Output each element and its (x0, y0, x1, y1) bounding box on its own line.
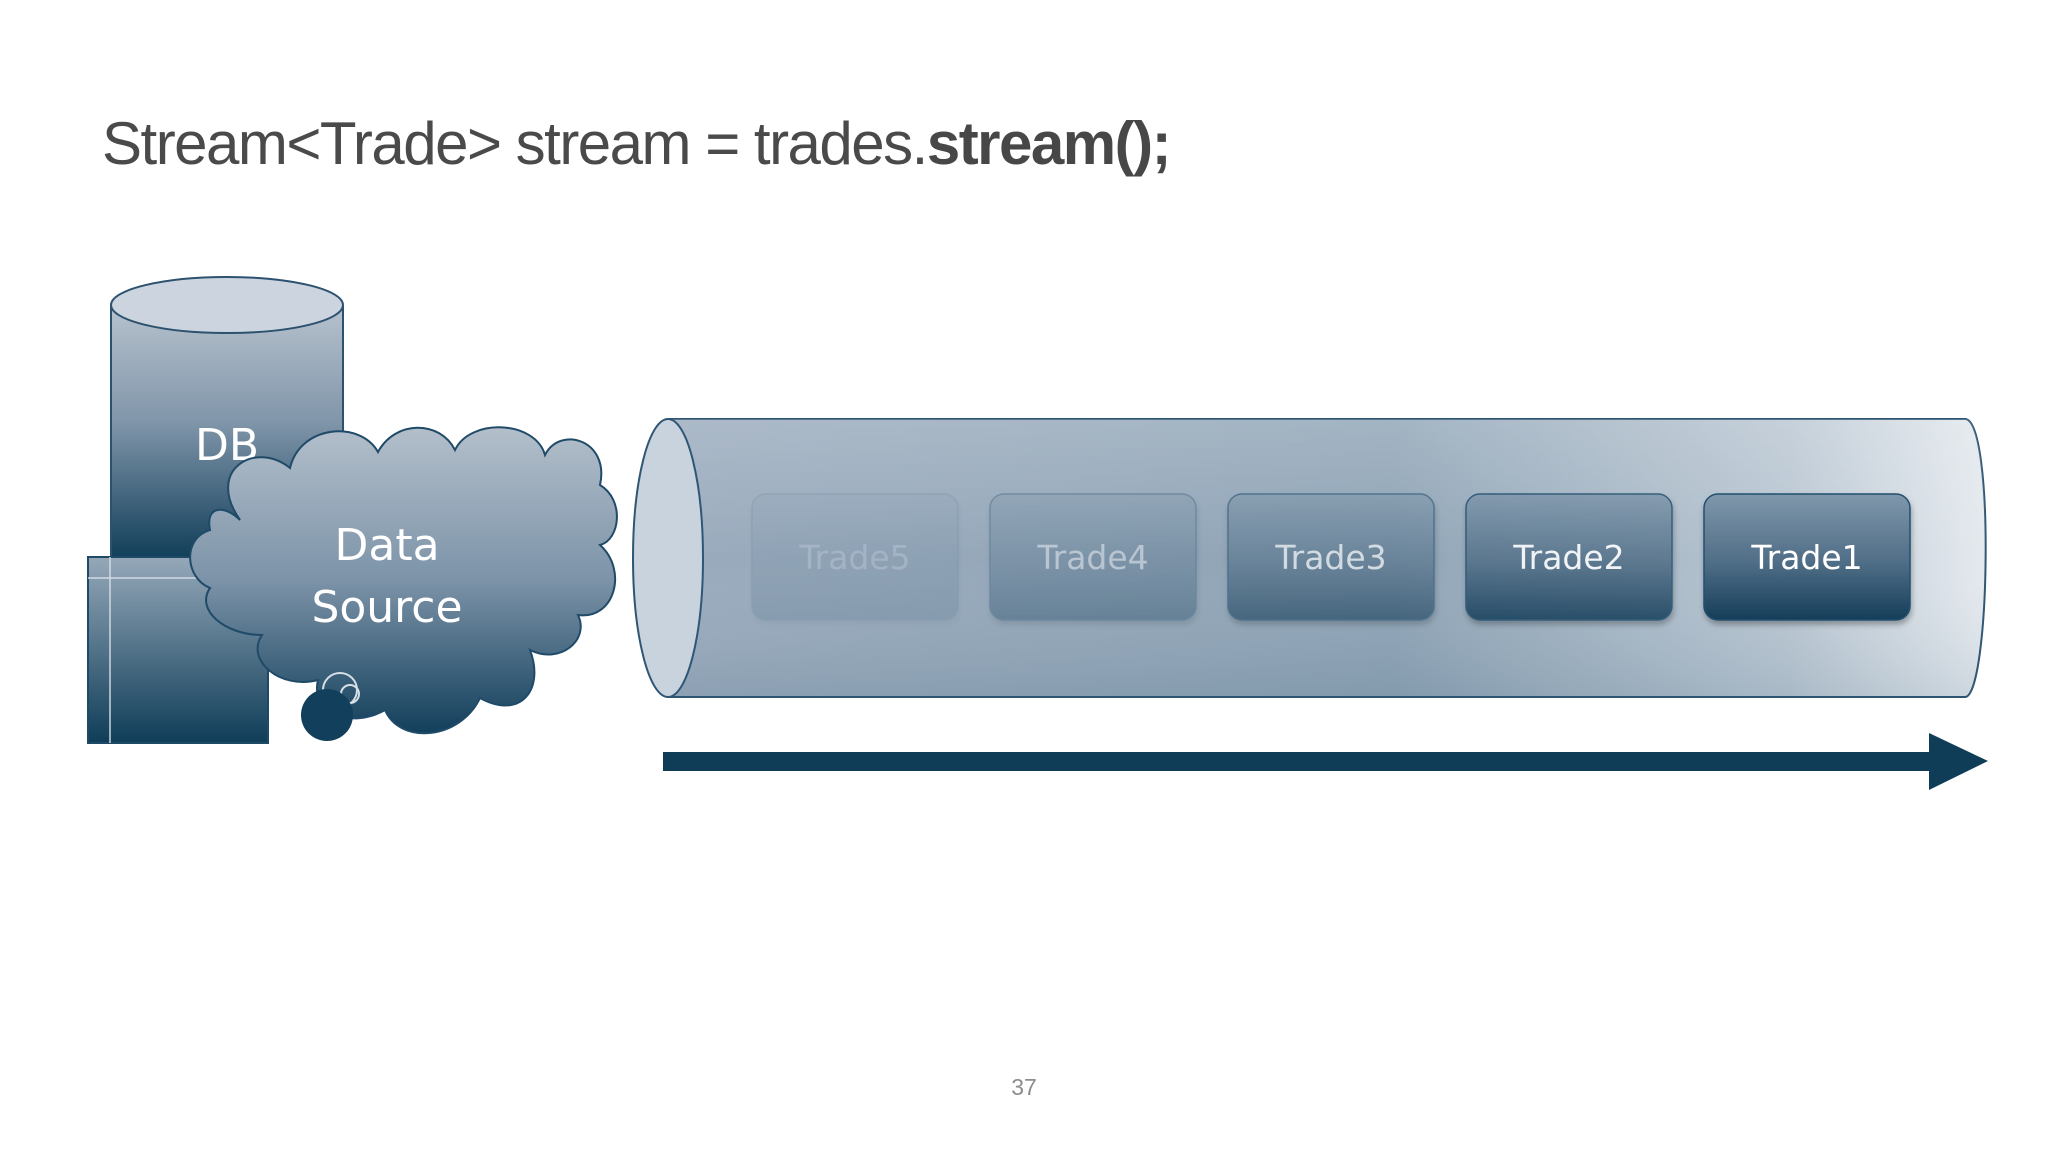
trade-label: Trade4 (1036, 538, 1148, 577)
trade-item: Trade2 (1465, 493, 1673, 621)
trade-items: Trade5 Trade4 Trade3 Trade2 Trade1 (751, 493, 1911, 621)
pipe-opening (632, 418, 704, 698)
trade-item: Trade1 (1703, 493, 1911, 621)
arrow-shaft (663, 752, 1931, 771)
cloud-bubble-bottom (301, 689, 353, 741)
trade-label: Trade2 (1512, 538, 1624, 577)
trade-box (1465, 493, 1673, 621)
trade-item: Trade3 (1227, 493, 1435, 621)
data-source-cloud-icon: Data Source (189, 426, 618, 741)
database-icon: DB (110, 276, 344, 561)
trade-label: Trade1 (1750, 538, 1862, 577)
database-top (110, 276, 344, 334)
trade-box (751, 493, 959, 621)
page-number: 37 (1011, 1074, 1037, 1100)
trade-label: Trade5 (798, 538, 910, 577)
trade-label: Trade3 (1274, 538, 1386, 577)
trade-item: Trade4 (989, 493, 1197, 621)
data-source-label-line1: Data (334, 520, 439, 571)
arrow-head (1929, 733, 1988, 790)
title-code-bold: stream(); (926, 110, 1172, 177)
data-source-label-line2: Source (311, 582, 462, 633)
flow-arrow (663, 733, 1988, 790)
title-code: Stream<Trade> stream = trades. (102, 110, 928, 177)
trade-box (989, 493, 1197, 621)
trade-box (1227, 493, 1435, 621)
trade-box (1703, 493, 1911, 621)
cloud-shape (189, 426, 618, 735)
slide-title: Stream<Trade> stream = trades.stream(); (102, 104, 1172, 184)
trade-item: Trade5 (751, 493, 959, 621)
